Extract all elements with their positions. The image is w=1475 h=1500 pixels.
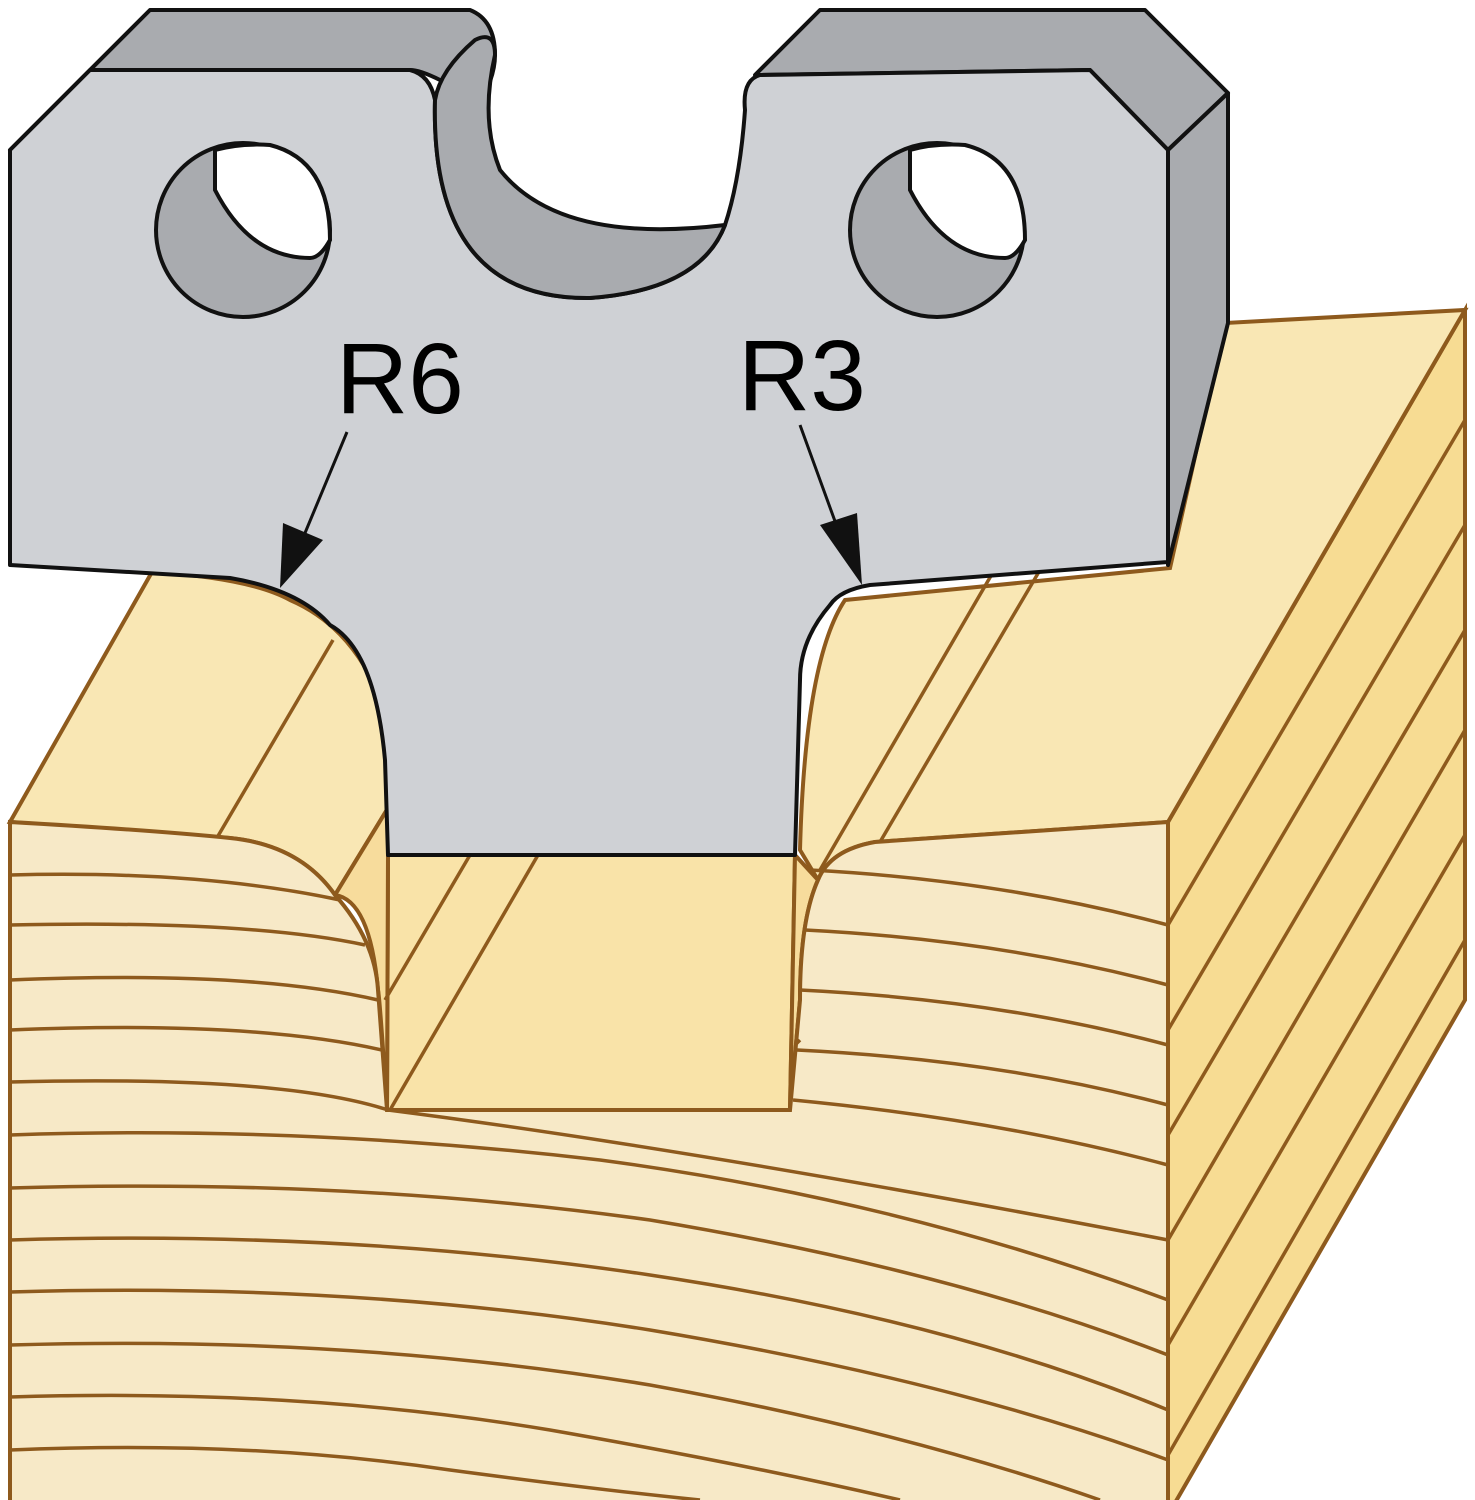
front-grain-lines — [9, 868, 1169, 1500]
wood-block — [6, 302, 1469, 1500]
right-mounting-hole — [848, 141, 1028, 319]
top-grain-lines — [216, 569, 1042, 1111]
left-mounting-hole — [154, 141, 333, 319]
arrow-left — [280, 431, 349, 588]
radius-label-left: R6 — [336, 323, 464, 435]
profile-knife: R6 R3 — [8, 8, 1230, 857]
knife-notch-depth — [432, 35, 727, 301]
radius-label-right: R3 — [738, 320, 866, 432]
arrow-right — [798, 424, 862, 585]
side-grain-lines — [1166, 419, 1467, 1456]
